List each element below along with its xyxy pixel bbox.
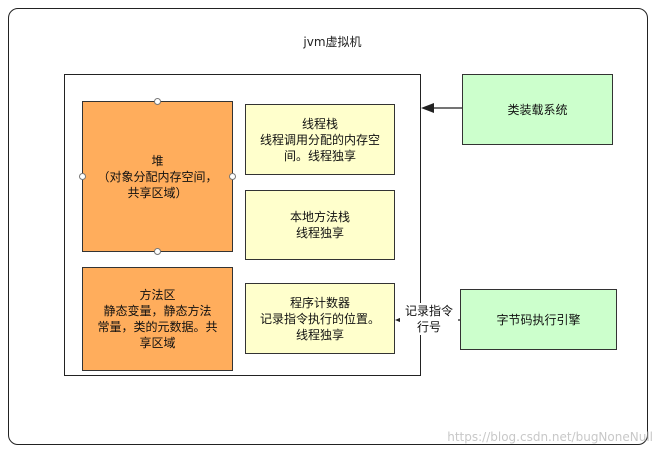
thread-stack-label: 线程栈 线程调用分配的内存空 间。线程独享 bbox=[259, 116, 380, 163]
watermark: https://blog.csdn.net/bugNoneNull bbox=[447, 430, 653, 444]
method-area-label: 方法区 静态变量，静态方法 常量，类的元数据。共 享区域 bbox=[97, 288, 218, 350]
selection-handle-left[interactable] bbox=[79, 173, 86, 180]
program-counter-box[interactable]: 程序计数器 记录指令执行的位置。 线程独享 bbox=[245, 283, 395, 354]
class-loader-box[interactable]: 类装载系统 bbox=[462, 74, 613, 145]
record-instruction-line-label: 记录指令 行号 bbox=[400, 303, 458, 335]
jvm-container bbox=[8, 8, 648, 445]
bytecode-engine-box[interactable]: 字节码执行引擎 bbox=[460, 289, 617, 350]
jvm-title: jvm虚拟机 bbox=[303, 35, 362, 49]
heap-box[interactable]: 堆 （对象分配内存空间， 共享区域） bbox=[82, 101, 233, 252]
native-method-stack-label: 本地方法栈 线程独享 bbox=[289, 210, 350, 240]
native-method-stack-box[interactable]: 本地方法栈 线程独享 bbox=[245, 190, 395, 260]
heap-label: 堆 （对象分配内存空间， 共享区域） bbox=[97, 153, 218, 200]
selection-handle-top[interactable] bbox=[154, 98, 161, 105]
class-loader-label: 类装载系统 bbox=[507, 102, 568, 117]
thread-stack-box[interactable]: 线程栈 线程调用分配的内存空 间。线程独享 bbox=[245, 104, 395, 175]
bytecode-engine-label: 字节码执行引擎 bbox=[496, 312, 581, 327]
selection-handle-bottom[interactable] bbox=[154, 248, 161, 255]
method-area-box[interactable]: 方法区 静态变量，静态方法 常量，类的元数据。共 享区域 bbox=[82, 267, 233, 371]
program-counter-label: 程序计数器 记录指令执行的位置。 线程独享 bbox=[259, 295, 380, 342]
selection-handle-right[interactable] bbox=[229, 173, 236, 180]
